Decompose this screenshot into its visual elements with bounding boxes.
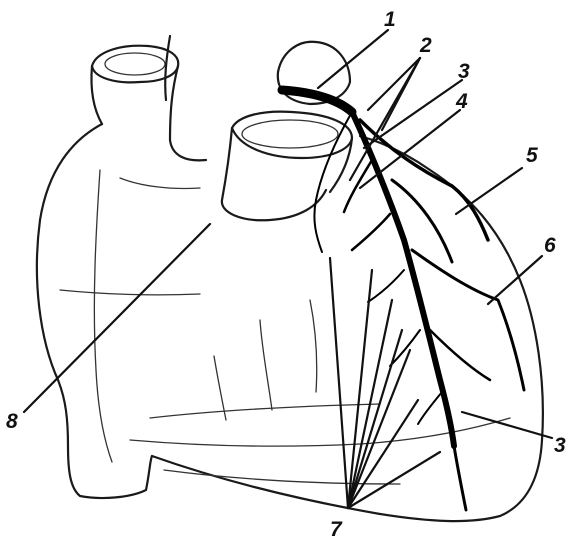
leader-lines [24, 30, 552, 508]
label-5: 5 [526, 144, 538, 167]
label-4: 4 [455, 90, 468, 113]
leader-7c [348, 300, 392, 508]
leader-1 [318, 30, 388, 88]
label-3-top: 3 [458, 60, 470, 83]
label-1: 1 [384, 8, 396, 31]
label-8: 8 [6, 410, 18, 433]
label-6: 6 [544, 234, 556, 257]
label-3-bottom: 3 [554, 434, 566, 457]
leader-7b [348, 270, 372, 508]
leader-6 [488, 256, 542, 304]
leader-3-bottom [462, 412, 552, 438]
leader-4 [360, 110, 460, 188]
label-7: 7 [330, 518, 343, 541]
label-2: 2 [419, 34, 432, 57]
leader-7a [330, 258, 348, 508]
leader-5 [456, 168, 522, 214]
leader-8 [24, 224, 210, 412]
leader-3-top [364, 80, 462, 148]
